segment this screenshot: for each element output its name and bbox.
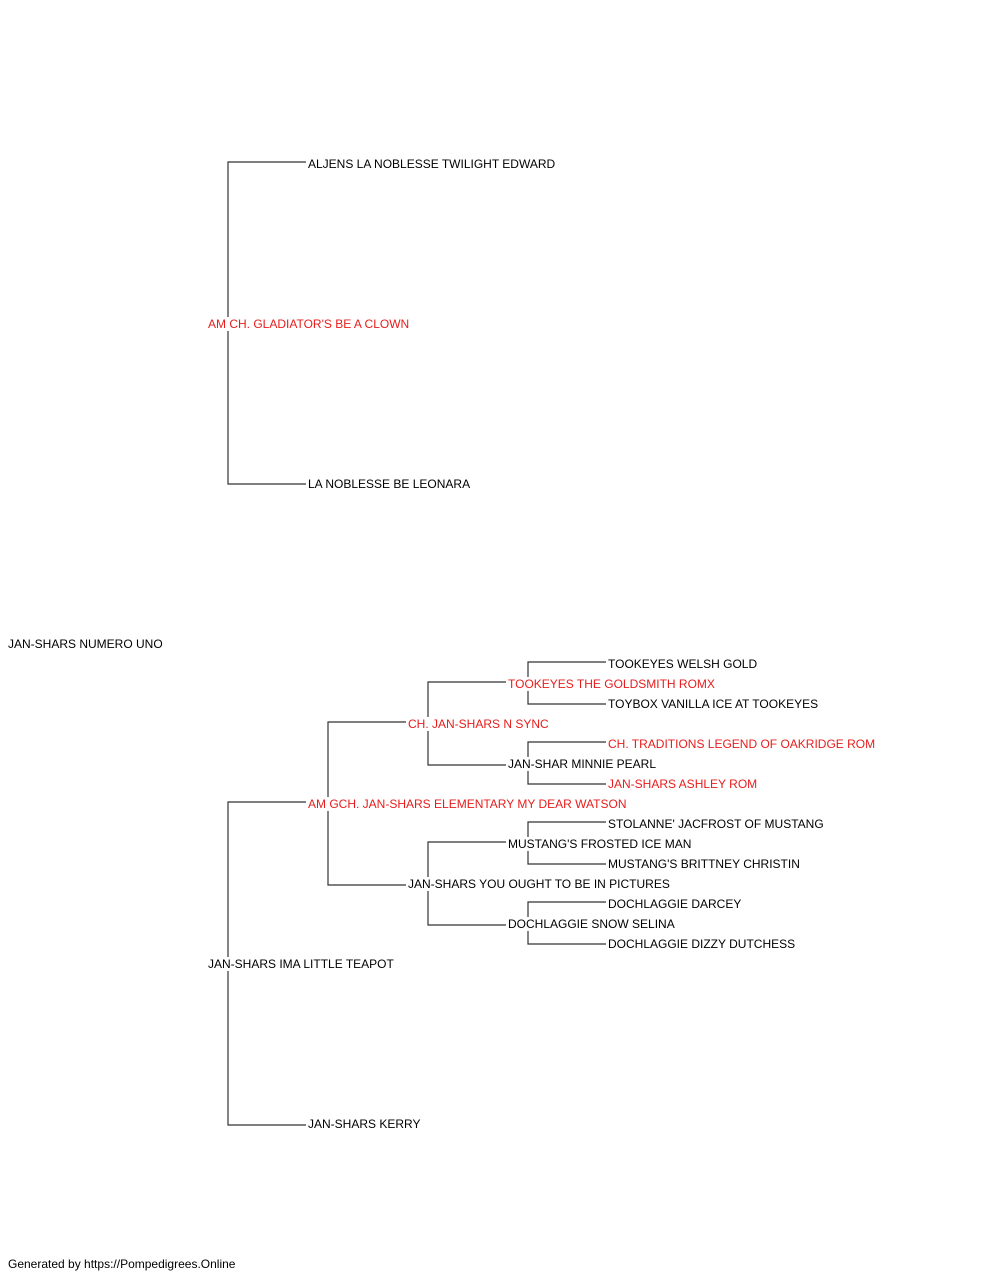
gen4-dam-dam-name: DOCHLAGGIE SNOW SELINA bbox=[508, 917, 675, 931]
great-granddam-name: JAN-SHARS YOU OUGHT TO BE IN PICTURES bbox=[408, 877, 670, 891]
generated-by-footer: Generated by https://Pompedigrees.Online bbox=[8, 1257, 236, 1271]
gen5-ancestor-name-4: JAN-SHARS ASHLEY ROM bbox=[608, 777, 758, 791]
gen4-sire-dam-name: JAN-SHAR MINNIE PEARL bbox=[508, 757, 657, 771]
great-grandsire-name: CH. JAN-SHARS N SYNC bbox=[408, 717, 549, 731]
gen5-ancestor-name-6: MUSTANG'S BRITTNEY CHRISTIN bbox=[608, 857, 800, 871]
paternal-granddam-name: LA NOBLESSE BE LEONARA bbox=[308, 477, 471, 491]
maternal-granddam-name: JAN-SHARS KERRY bbox=[308, 1117, 421, 1131]
gen4-dam-sire-name: MUSTANG'S FROSTED ICE MAN bbox=[508, 837, 692, 851]
subject-name: JAN-SHARS NUMERO UNO bbox=[8, 637, 163, 651]
gen4-sire-sire-name: TOOKEYES THE GOLDSMITH ROMX bbox=[508, 677, 715, 691]
paternal-grandsire-name: ALJENS LA NOBLESSE TWILIGHT EDWARD bbox=[308, 157, 556, 171]
gen5-ancestor-name-5: STOLANNE' JACFROST OF MUSTANG bbox=[608, 817, 824, 831]
gen5-ancestor-name-7: DOCHLAGGIE DARCEY bbox=[608, 897, 742, 911]
gen5-ancestor-name-3: CH. TRADITIONS LEGEND OF OAKRIDGE ROM bbox=[608, 737, 876, 751]
sire-name: AM CH. GLADIATOR'S BE A CLOWN bbox=[208, 317, 410, 331]
dam-name: JAN-SHARS IMA LITTLE TEAPOT bbox=[208, 957, 394, 971]
gen5-ancestor-name-1: TOOKEYES WELSH GOLD bbox=[608, 657, 758, 671]
gen5-ancestor-name-8: DOCHLAGGIE DIZZY DUTCHESS bbox=[608, 937, 796, 951]
gen5-ancestor-name-2: TOYBOX VANILLA ICE AT TOOKEYES bbox=[608, 697, 819, 711]
maternal-grandsire-name: AM GCH. JAN-SHARS ELEMENTARY MY DEAR WAT… bbox=[308, 797, 627, 811]
